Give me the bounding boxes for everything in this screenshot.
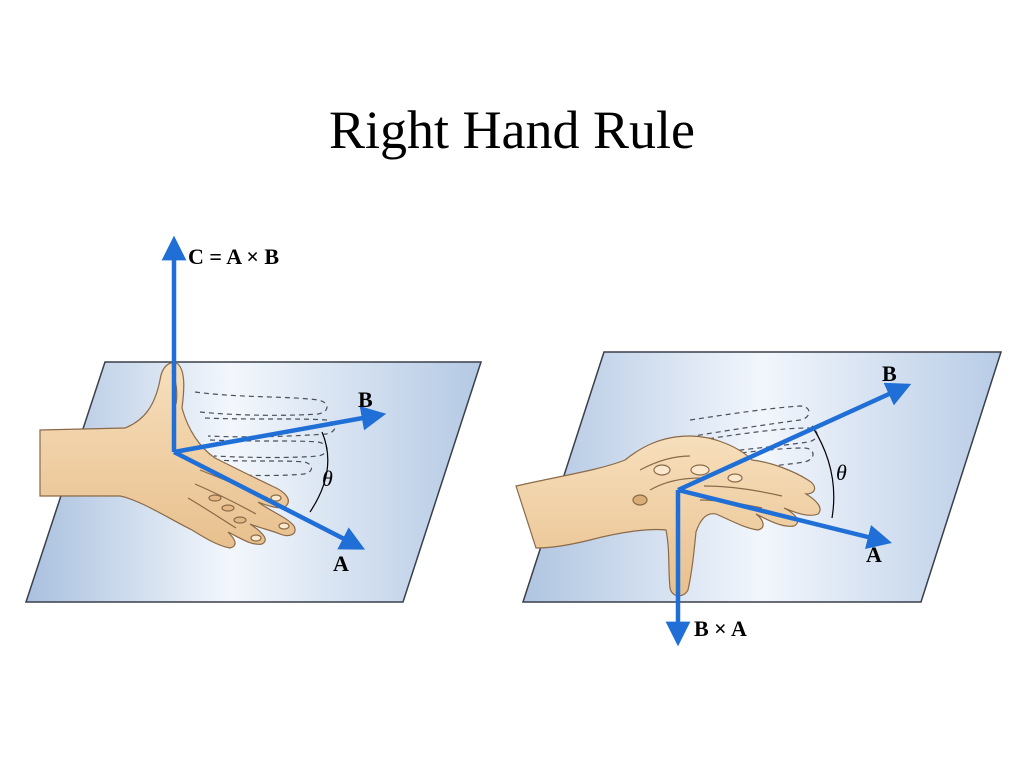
right-label-a: A	[866, 542, 882, 567]
right-angle-arc	[811, 425, 835, 519]
right-label-b-cross-a: B × A	[694, 616, 747, 641]
left-label-theta: θ	[322, 466, 333, 491]
right-label-b: B	[882, 361, 897, 386]
left-label-a: A	[333, 551, 349, 576]
right-hand	[515, 435, 821, 597]
right-vector-b	[677, 382, 912, 493]
right-label-theta: θ	[836, 460, 847, 485]
left-vector-b	[173, 406, 387, 455]
right-panel: B A θ B × A	[515, 351, 1003, 647]
left-label-c-equals-a-cross-b: C = A × B	[188, 244, 279, 269]
slide-title: Right Hand Rule	[329, 100, 695, 160]
left-label-b: B	[358, 387, 373, 412]
left-panel: C = A × B B A θ	[24, 235, 483, 603]
left-angle-arc	[309, 431, 329, 513]
right-vector-a	[677, 487, 893, 550]
left-vector-a	[172, 449, 366, 550]
